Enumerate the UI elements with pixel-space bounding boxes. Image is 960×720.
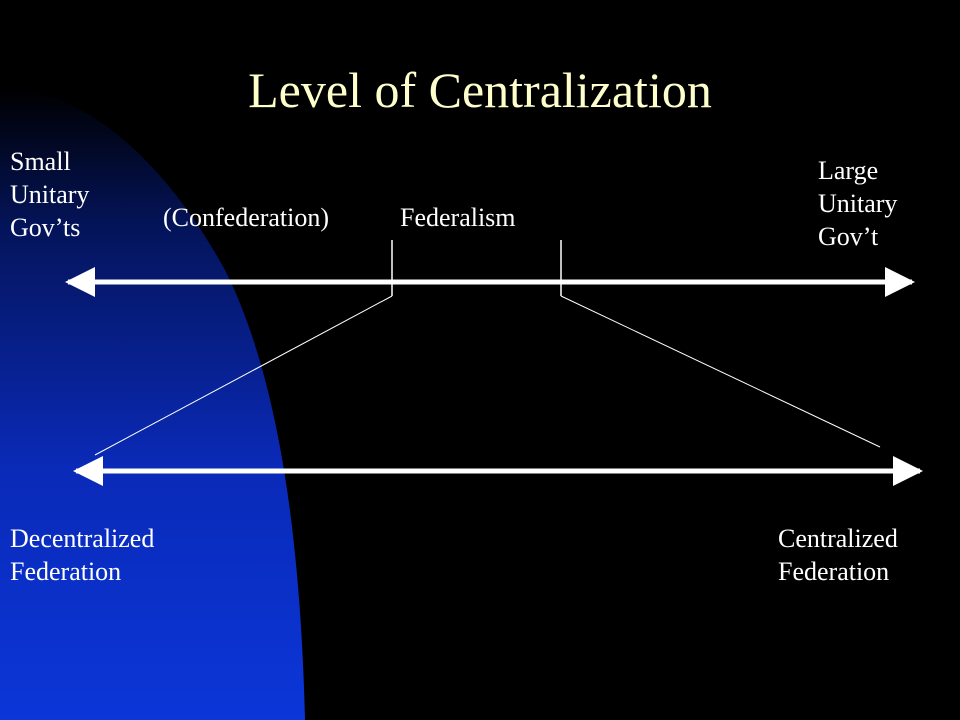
small-unitary-line-2: Unitary bbox=[10, 180, 90, 209]
decentralized-line-2: Federation bbox=[10, 557, 122, 586]
decentralized-line-1: Decentralized bbox=[10, 524, 155, 553]
large-unitary-line-2: Unitary bbox=[818, 189, 898, 218]
small-unitary-label: Small Unitary Gov’ts bbox=[10, 145, 89, 244]
page-title: Level of Centralization bbox=[248, 62, 712, 118]
zoom-line-right bbox=[560, 295, 881, 448]
centralized-federation-label: Centralized Federation bbox=[778, 522, 898, 588]
large-unitary-line-3: Gov’t bbox=[818, 222, 879, 251]
centralized-line-1: Centralized bbox=[778, 524, 898, 553]
small-unitary-line-1: Small bbox=[10, 147, 71, 176]
large-unitary-line-1: Large bbox=[818, 156, 879, 185]
large-unitary-label: Large Unitary Gov’t bbox=[818, 154, 897, 253]
federalism-label: Federalism bbox=[400, 203, 516, 232]
confederation-label: (Confederation) bbox=[163, 203, 330, 232]
centralized-line-2: Federation bbox=[778, 557, 890, 586]
decentralized-federation-label: Decentralized Federation bbox=[10, 522, 154, 588]
zoom-line-left bbox=[94, 295, 393, 456]
small-unitary-line-3: Gov’ts bbox=[10, 213, 81, 242]
